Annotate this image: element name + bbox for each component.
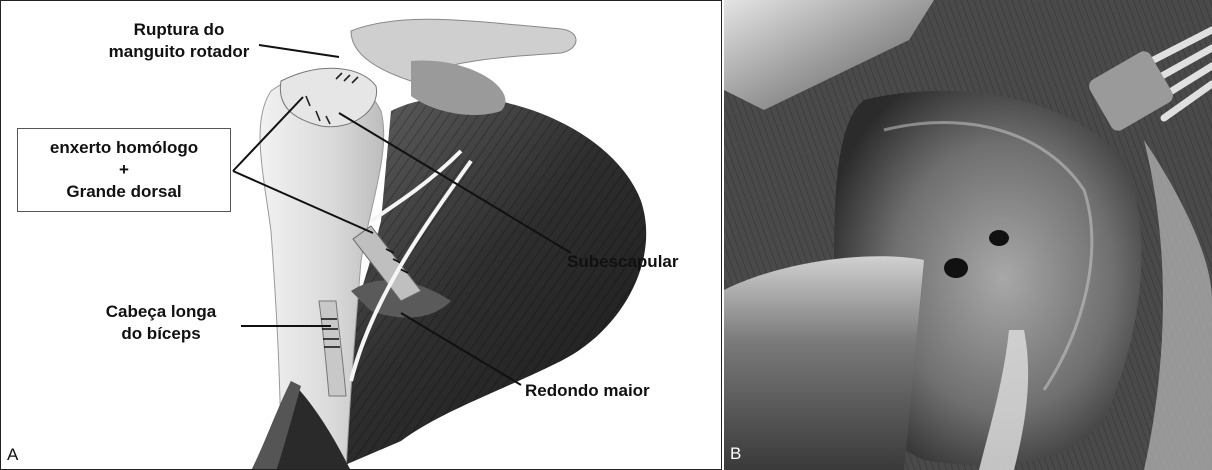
label-biceps-long-head: Cabeça longa do bíceps	[81, 301, 241, 345]
surgical-photo-illustration	[724, 0, 1212, 470]
panel-letter-a: A	[7, 445, 18, 465]
label-graft-box: enxerto homólogo + Grande dorsal	[17, 128, 231, 212]
lesion-spot-2	[944, 258, 968, 278]
leader-rupture	[259, 45, 339, 57]
graft-line-3: Grande dorsal	[18, 181, 230, 203]
retractor-lower-left	[724, 256, 924, 470]
graft-line-1: enxerto homólogo	[18, 137, 230, 159]
panel-letter-b: B	[730, 444, 741, 464]
label-subscapular: Subescapular	[567, 251, 679, 273]
lesion-spot-1	[989, 230, 1009, 246]
panel-a-illustration: Ruptura do manguito rotador enxerto homó…	[0, 0, 722, 470]
label-rotator-cuff-rupture: Ruptura do manguito rotador	[97, 19, 261, 63]
label-teres-major: Redondo maior	[525, 380, 650, 402]
panel-b-surgical-photo: B	[724, 0, 1212, 470]
graft-line-2: +	[18, 159, 230, 181]
